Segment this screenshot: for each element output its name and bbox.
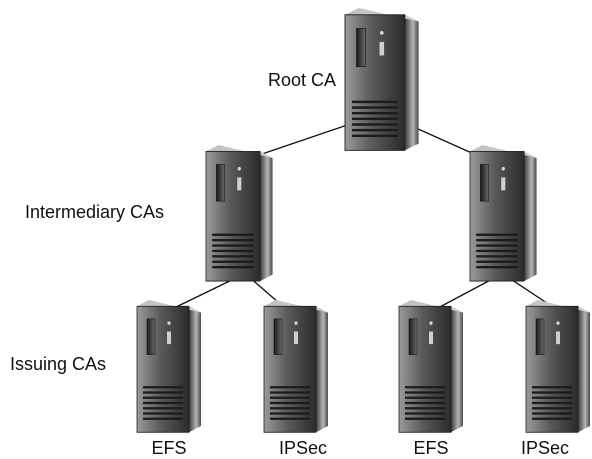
server-caption-efs-2: EFS (413, 438, 449, 458)
server-caption-efs-1: EFS (151, 438, 187, 458)
server-caption-ipsec-1: IPSec (278, 438, 328, 458)
server-caption-ipsec-2: IPSec (520, 438, 570, 458)
server-issuing-ipsec-1-icon (263, 299, 329, 433)
server-issuing-efs-2-icon (398, 299, 464, 433)
intermediary-cas-label: Intermediary CAs (25, 202, 165, 222)
root-ca-label: Root CA (268, 70, 337, 90)
issuing-cas-label: Issuing CAs (10, 354, 107, 374)
server-issuing-ipsec-2-icon (525, 299, 591, 433)
server-intermediary-right-icon (469, 144, 538, 282)
server-issuing-efs-1-icon (136, 299, 202, 433)
server-intermediary-left-icon (205, 144, 274, 282)
server-root-icon (344, 7, 420, 151)
